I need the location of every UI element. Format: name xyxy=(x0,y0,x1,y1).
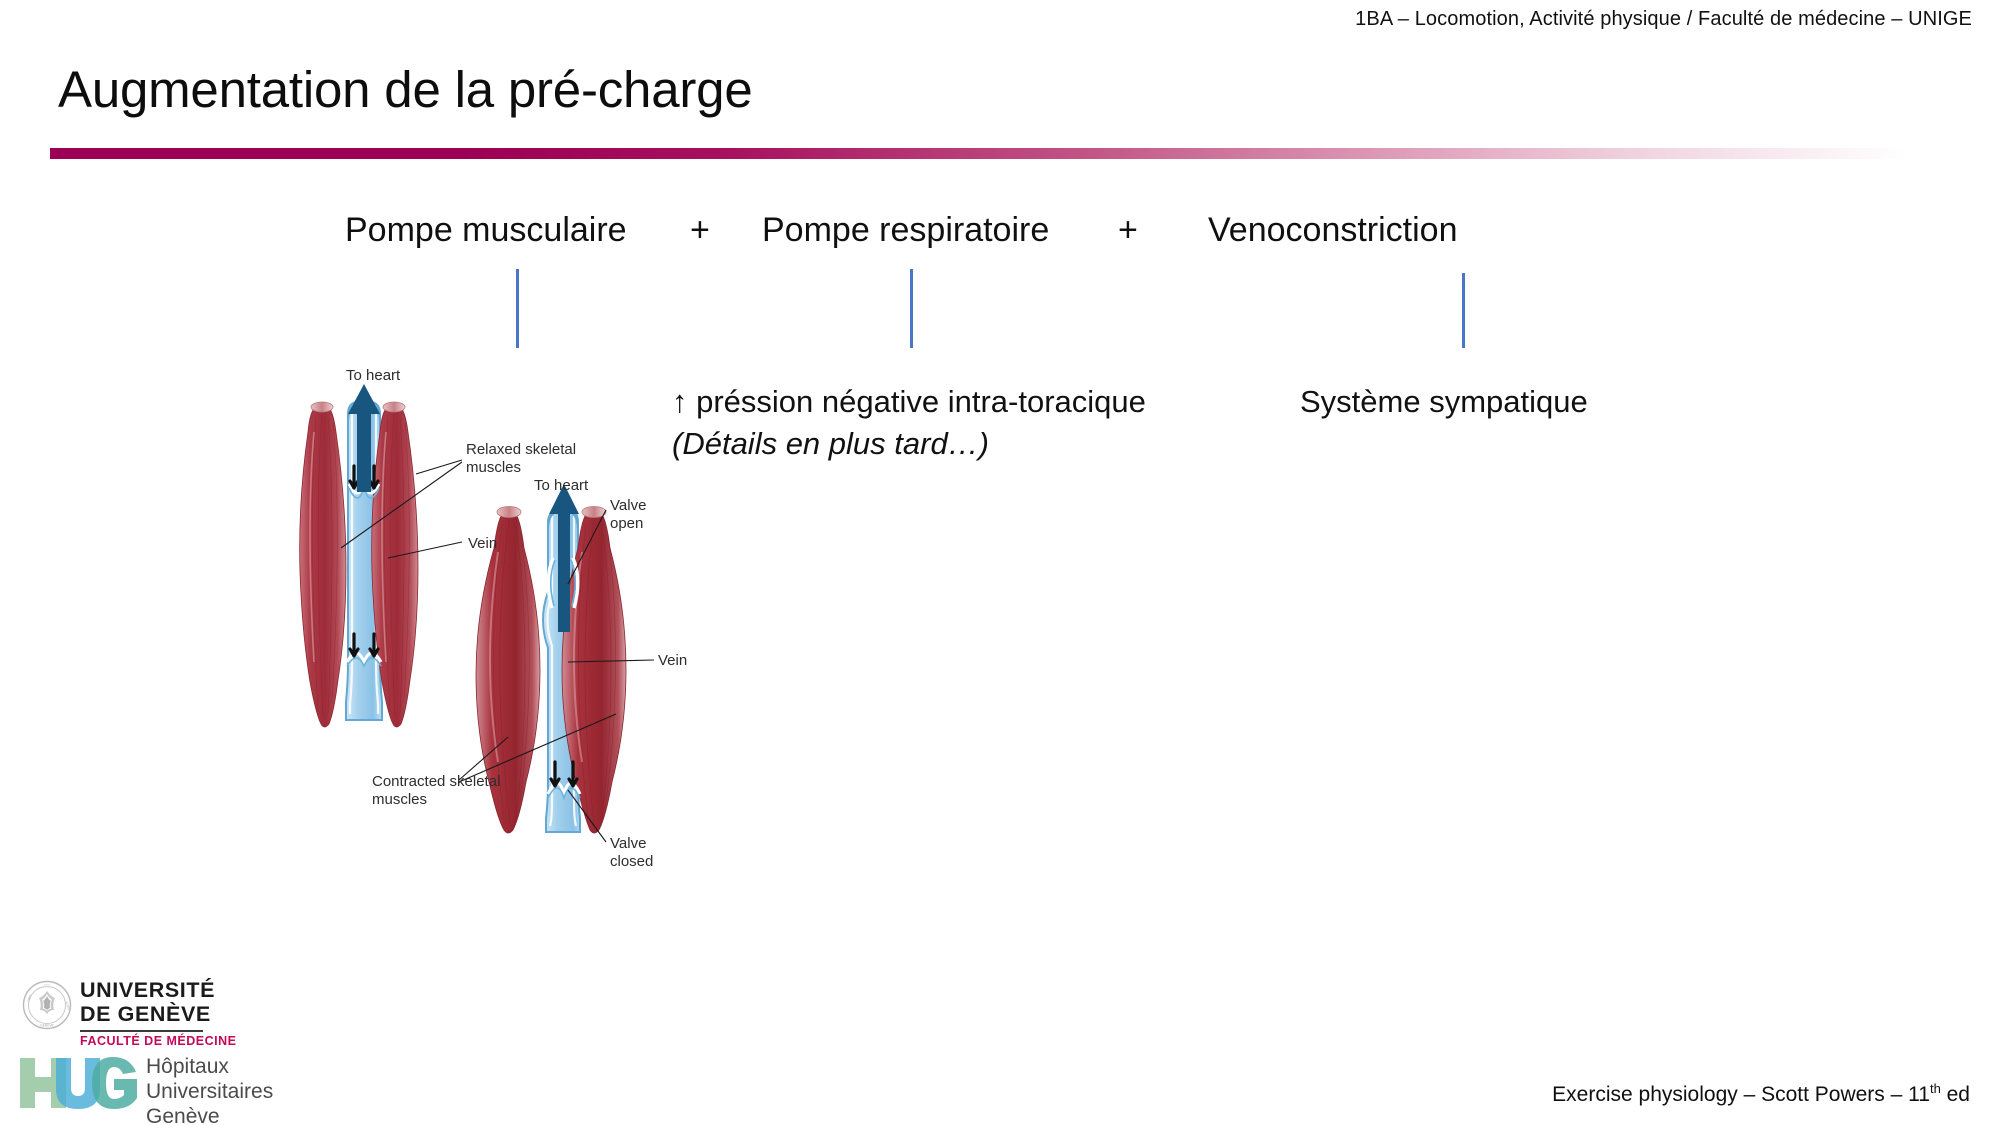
source-reference-ordinal: th xyxy=(1929,1081,1941,1096)
muscle-relaxed-left xyxy=(299,401,347,728)
label-contracted-muscles-line1: Contracted skeletal xyxy=(372,773,500,790)
source-reference-tail: ed xyxy=(1940,1083,1970,1106)
page-title: Augmentation de la pré-charge xyxy=(58,61,753,118)
mechanism-pompe-respiratoire: Pompe respiratoire xyxy=(762,211,1050,249)
valve-closed xyxy=(546,760,582,801)
unige-line1: UNIVERSITÉ xyxy=(80,978,216,1002)
mechanism-separator-1: + xyxy=(690,211,710,249)
source-reference-main: Exercise physiology – Scott Powers – 11 xyxy=(1552,1083,1930,1106)
label-vein-left: Vein xyxy=(468,535,497,552)
blood-flow-arrow-left xyxy=(348,384,380,492)
mechanism-row: Pompe musculaire + Pompe respiratoire + … xyxy=(0,208,2000,262)
valve-relaxed-lower xyxy=(345,632,383,668)
label-valve-closed-line2: closed xyxy=(610,853,653,870)
muscle-relaxed-right xyxy=(371,401,419,728)
diagram-leader-lines xyxy=(340,459,655,843)
skeletal-muscle-pump-diagram: To heart Relaxed skeletal muscles Vein T… xyxy=(276,362,696,942)
unige-divider xyxy=(80,1030,203,1032)
hug-wordmark: Hôpitaux Universitaires Genève xyxy=(146,1054,273,1125)
unige-line2: DE GENÈVE xyxy=(80,1002,211,1026)
course-header: 1BA – Locomotion, Activité physique / Fa… xyxy=(1355,8,1972,30)
valve-open xyxy=(546,557,580,609)
unige-logo: * * * · GENEVE · UNIV SITAS UNIVERSITÉ D… xyxy=(22,978,236,1050)
mechanism-venoconstriction: Venoconstriction xyxy=(1208,211,1458,249)
diagram-label-text: To heart Relaxed skeletal muscles Vein T… xyxy=(346,367,687,870)
label-vein-right: Vein xyxy=(658,652,687,669)
mechanism-separator-2: + xyxy=(1118,211,1138,249)
hug-line1: Hôpitaux xyxy=(146,1055,229,1078)
connector-line-venoconstriction xyxy=(1462,273,1465,348)
hug-mark-icon xyxy=(20,1057,137,1109)
svg-text:UNIV: UNIV xyxy=(26,993,33,1002)
unige-faculty-label: FACULTÉ DE MÉDECINE xyxy=(80,1034,237,1048)
hug-line2: Universitaires xyxy=(146,1080,274,1103)
hug-line3: Genève xyxy=(146,1105,220,1125)
label-valve-open-line1: Valve xyxy=(610,497,646,514)
source-reference: Exercise physiology – Scott Powers – 11t… xyxy=(1552,1081,1970,1107)
detail-respiratory-line2: (Détails en plus tard…) xyxy=(672,426,990,461)
mechanism-pompe-musculaire: Pompe musculaire xyxy=(345,211,627,249)
label-valve-open-line2: open xyxy=(610,515,643,532)
detail-venoconstriction-line1: Système sympatique xyxy=(1300,384,1588,419)
connector-line-musculaire xyxy=(516,269,519,348)
label-contracted-muscles-line2: muscles xyxy=(372,791,427,808)
label-relaxed-muscles-line2: muscles xyxy=(466,459,521,476)
label-relaxed-muscles-line1: Relaxed skeletal xyxy=(466,441,576,458)
hug-logo: Hôpitaux Universitaires Genève xyxy=(18,1052,298,1125)
muscle-contracted-left xyxy=(475,506,541,834)
detail-respiratory-line1: ↑ préssion négative intra-toracique xyxy=(672,384,1146,419)
connector-line-respiratoire xyxy=(910,269,913,348)
title-divider xyxy=(50,148,1905,159)
unige-wordmark: UNIVERSITÉ DE GENÈVE xyxy=(80,978,215,1026)
svg-text:· GENEVE ·: · GENEVE · xyxy=(38,1024,56,1028)
label-to-heart-left: To heart xyxy=(346,367,401,384)
label-to-heart-right: To heart xyxy=(534,477,589,494)
blood-flow-arrow-right xyxy=(549,484,579,632)
label-valve-closed-line1: Valve xyxy=(610,835,646,852)
unige-seal-icon: * * * · GENEVE · UNIV SITAS xyxy=(22,980,72,1030)
svg-text:* * *: * * * xyxy=(44,984,50,988)
svg-text:SITAS: SITAS xyxy=(64,1001,71,1011)
